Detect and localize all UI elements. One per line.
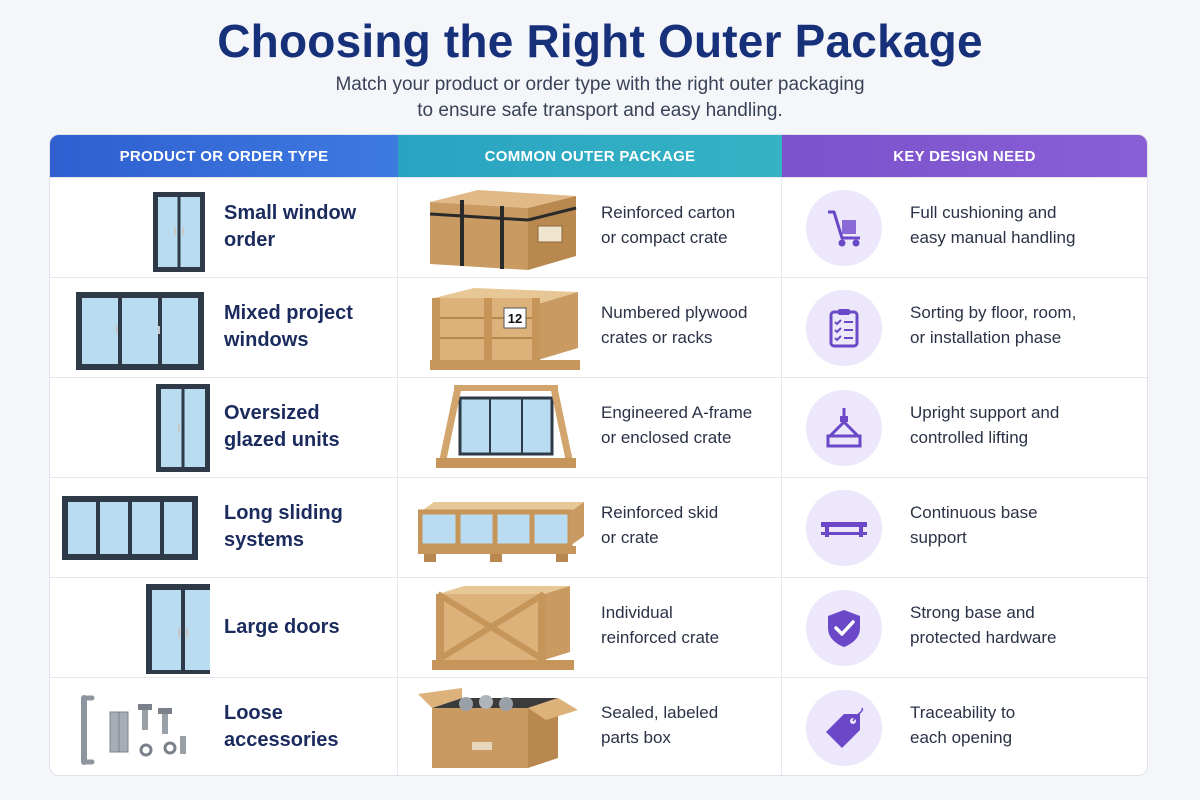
tall-window-icon [156,384,210,472]
tag-icon [826,707,864,748]
need-label: Full cushioning and easy manual handling [910,203,1076,247]
carton-box-icon [429,190,577,270]
base-platform-icon [821,522,867,537]
crate-number: 12 [508,311,522,326]
package-label: Reinforced carton or compact crate [601,203,736,247]
package-label: Individual reinforced crate [601,603,720,647]
table-row: Mixed project windows 12 Numbered plywoo… [50,277,1147,377]
shield-check-icon [828,610,860,647]
hardware-parts-icon [81,695,186,765]
product-label: Mixed project windows [224,302,353,351]
subtitle-line-2: to ensure safe transport and easy handli… [417,100,783,121]
numbered-crate-icon: 12 [430,288,580,370]
product-label: Oversized glazed units [224,402,340,451]
subtitle-line-1: Match your product or order type with th… [335,74,865,95]
product-cell: Mixed project windows [50,278,398,377]
need-label: Continuous base support [910,503,1038,547]
need-icon-circle [806,490,882,566]
need-cell: Full cushioning and easy manual handling [782,178,1147,277]
triple-window-icon [76,292,204,370]
table-header: PRODUCT OR ORDER TYPE COMMON OUTER PACKA… [50,135,1147,177]
column-header-package: COMMON OUTER PACKAGE [398,135,782,177]
package-label: Sealed, labeled parts box [601,703,719,747]
product-cell: Small window order [50,178,398,277]
need-label: Upright support and controlled lifting [910,403,1060,447]
package-cell: Reinforced carton or compact crate [398,178,782,277]
single-window-icon [153,192,205,272]
column-header-product: PRODUCT OR ORDER TYPE [50,135,398,177]
package-cell: Reinforced skid or crate [398,478,782,577]
need-cell: Strong base and protected hardware [782,578,1147,677]
need-icon-circle [806,690,882,766]
need-cell: Upright support and controlled lifting [782,378,1147,477]
page-subtitle: Match your product or order type with th… [0,72,1200,124]
product-cell: Loose accessories [50,678,398,775]
need-icon-circle [806,190,882,266]
table-row: Small window order Reinforced carton or … [50,177,1147,277]
need-label: Sorting by floor, room, or installation … [910,303,1077,347]
need-label: Strong base and protected hardware [910,603,1057,647]
need-cell: Sorting by floor, room, or installation … [782,278,1147,377]
table-row: Long sliding systems Reinforced skid or … [50,477,1147,577]
table-row: Large doors Individual reinforced crate [50,577,1147,677]
product-cell: Long sliding systems [50,478,398,577]
product-cell: Large doors [50,578,398,677]
package-label: Numbered plywood crates or racks [601,303,748,347]
lifting-hook-icon [826,408,862,448]
product-label: Small window order [224,202,357,251]
open-parts-box-icon [418,688,578,768]
page-title: Choosing the Right Outer Package [217,15,983,67]
sliding-system-icon [62,496,198,560]
a-frame-icon [436,385,576,468]
need-icon-circle [806,590,882,666]
package-cell: Engineered A-frame or enclosed crate [398,378,782,477]
table-row: Oversized glazed units Engineered A-fram… [50,377,1147,477]
table-row: Loose accessories Sealed, labeled parts … [50,677,1147,775]
need-icon-circle [806,290,882,366]
package-cell: 12 Numbered plywood crates or racks [398,278,782,377]
double-door-icon [146,584,210,674]
column-header-need: KEY DESIGN NEED [782,135,1147,177]
checklist-icon [829,309,859,348]
package-cell: Individual reinforced crate [398,578,782,677]
long-skid-crate-icon [418,502,584,562]
need-icon-circle [806,390,882,466]
product-cell: Oversized glazed units [50,378,398,477]
product-label: Loose accessories [224,702,339,751]
need-cell: Continuous base support [782,478,1147,577]
need-label: Traceability to each opening [910,703,1016,747]
hand-truck-icon [828,210,860,247]
package-label: Engineered A-frame or enclosed crate [601,403,753,447]
product-label: Long sliding systems [224,502,343,551]
need-cell: Traceability to each opening [782,678,1147,775]
package-cell: Sealed, labeled parts box [398,678,782,775]
package-label: Reinforced skid or crate [601,503,719,547]
packaging-table: PRODUCT OR ORDER TYPE COMMON OUTER PACKA… [49,134,1148,776]
door-crate-icon [432,586,574,670]
product-label: Large doors [224,616,340,638]
